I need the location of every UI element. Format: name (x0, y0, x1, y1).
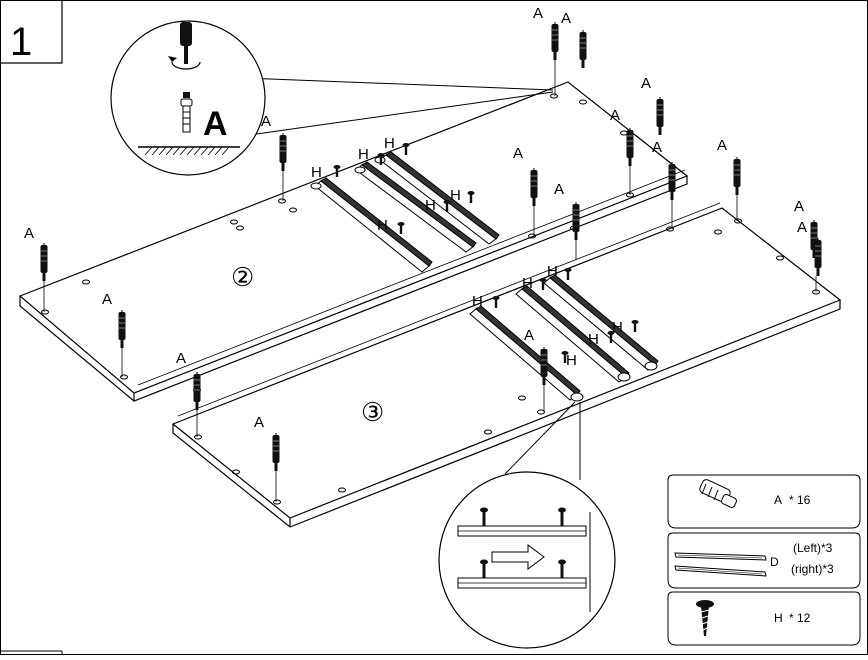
panel-3 (171, 202, 842, 528)
label-h: H (522, 275, 533, 292)
label-h: H (377, 217, 388, 234)
part-code-d: D (770, 555, 779, 569)
label-h: H (588, 331, 599, 348)
label-a: A (261, 113, 271, 130)
detail-label: A (203, 105, 228, 143)
panel-2-number: ② (231, 262, 254, 292)
part-qty-left: (Left)*3 (793, 541, 833, 555)
direction-arrow-icon (491, 544, 545, 570)
cam-bolt-labels: A A A A A A A A A A A A A A A A (24, 5, 807, 431)
slide-detail-callout (438, 401, 616, 649)
cam-detail-callout: A (110, 20, 554, 176)
label-h: H (358, 146, 369, 163)
label-h: H (450, 187, 461, 204)
label-a: A (794, 198, 804, 215)
label-h: H (566, 352, 577, 369)
screwdriver-icon (180, 22, 192, 46)
cam-bolt-icon (699, 479, 737, 509)
label-a: A (652, 139, 662, 156)
label-a: A (176, 350, 186, 367)
cam-bolt-guides (43, 60, 817, 502)
label-a: A (513, 145, 523, 162)
drawer-slides-panel-2 (310, 151, 500, 273)
label-a: A (561, 10, 571, 27)
parts-legend: A * 16 D (Left)*3 (right)*3 H * 12 (667, 474, 861, 646)
label-h: H (384, 135, 395, 152)
screw-labels: H H H H H H H H H H H H (311, 135, 623, 369)
part-code-h: H (774, 611, 783, 625)
label-a: A (554, 181, 564, 198)
label-a: A (24, 225, 34, 242)
label-h: H (311, 164, 322, 181)
label-h: H (425, 197, 436, 214)
part-qty-h: * 12 (789, 611, 811, 625)
label-h: H (612, 319, 623, 336)
screw-icon (696, 600, 714, 636)
label-a: A (533, 5, 543, 22)
label-a: A (797, 219, 807, 236)
label-a: A (717, 137, 727, 154)
step-number-box: 1 (0, 0, 63, 64)
panel-2 (18, 81, 689, 402)
part-qty-a: * 16 (789, 493, 811, 507)
step-number: 1 (10, 20, 32, 64)
label-a: A (641, 75, 651, 92)
label-a: A (524, 327, 534, 344)
label-a: A (254, 414, 264, 431)
label-h: H (472, 293, 483, 310)
part-qty-right: (right)*3 (791, 562, 834, 576)
panel-3-number: ③ (361, 397, 384, 427)
drawer-slides-panel-3 (469, 274, 659, 402)
label-a: A (610, 107, 620, 124)
part-code-a: A (774, 493, 782, 507)
label-h: H (547, 263, 558, 280)
label-a: A (102, 291, 112, 308)
drawer-slide-icon (674, 552, 767, 577)
rotate-arrow-icon (171, 61, 201, 70)
